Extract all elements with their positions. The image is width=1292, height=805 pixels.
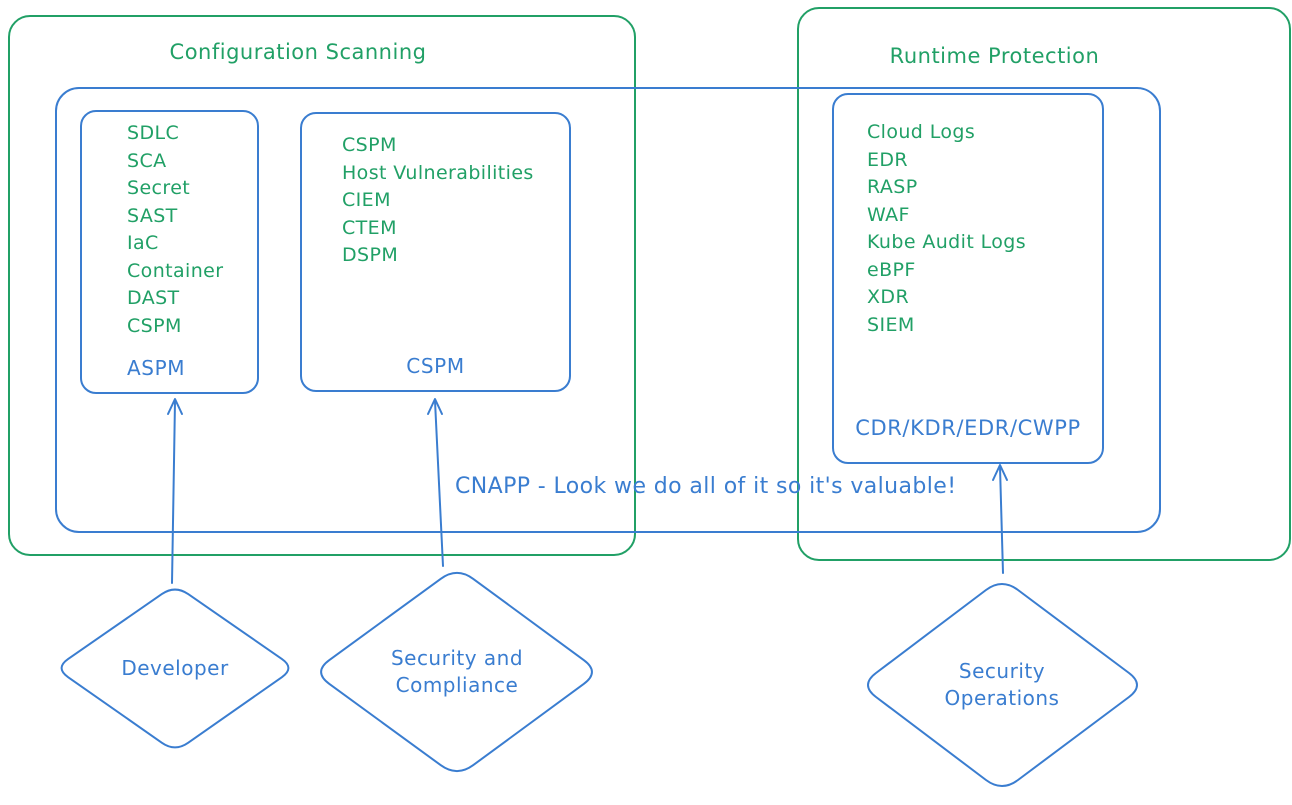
actor-label-security-compliance: Security and Compliance [390, 646, 524, 697]
tool-item: Kube Audit Logs [867, 231, 1027, 253]
tool-item: Cloud Logs [867, 121, 976, 143]
tool-item: DSPM [342, 244, 399, 266]
tool-item: Container [127, 259, 224, 282]
tool-item: SAST [127, 204, 178, 227]
tool-item: eBPF [867, 258, 916, 281]
group-box-runtime-protection [797, 7, 1291, 561]
cdr-box: Cloud Logs EDR RASP WAF Kube Audit Logs … [832, 93, 1104, 464]
cdr-item-list: Cloud Logs EDR RASP WAF Kube Audit Logs … [867, 119, 1026, 339]
tool-item: WAF [867, 203, 910, 226]
group-title-configuration-scanning: Configuration Scanning [169, 40, 427, 64]
tool-item: CSPM [127, 314, 182, 337]
tool-item: CTEM [342, 216, 397, 239]
aspm-box-label: ASPM [127, 356, 186, 380]
tool-item: DAST [127, 287, 180, 309]
tool-item: SIEM [867, 313, 915, 336]
aspm-box: SDLC SCA Secret SAST IaC Container DAST … [80, 110, 259, 394]
tool-item: CIEM [342, 189, 391, 211]
cspm-box: CSPM Host Vulnerabilities CIEM CTEM DSPM… [300, 112, 571, 392]
group-title-runtime-protection: Runtime Protection [889, 44, 1100, 68]
cspm-item-list: CSPM Host Vulnerabilities CIEM CTEM DSPM [342, 132, 534, 270]
tool-item: Secret [127, 177, 191, 199]
cnapp-note: CNAPP - Look we do all of it so it's val… [455, 474, 957, 499]
tool-item: Host Vulnerabilities [342, 161, 534, 184]
cdr-box-label: CDR/KDR/EDR/CWPP [855, 416, 1081, 440]
actor-label-developer: Developer [121, 656, 229, 680]
tool-item: CSPM [342, 134, 397, 156]
tool-item: RASP [867, 176, 918, 198]
tool-item: SDLC [127, 122, 180, 144]
tool-item: EDR [867, 148, 909, 171]
group-box-configuration-scanning [8, 15, 636, 556]
actor-label-security-operations: Security Operations [944, 659, 1060, 710]
tool-item: IaC [127, 232, 159, 254]
tool-item: XDR [867, 286, 910, 308]
cnapp-box [55, 87, 1161, 533]
aspm-item-list: SDLC SCA Secret SAST IaC Container DAST … [127, 120, 223, 340]
tool-item: SCA [127, 149, 167, 172]
cspm-box-label: CSPM [406, 354, 465, 378]
